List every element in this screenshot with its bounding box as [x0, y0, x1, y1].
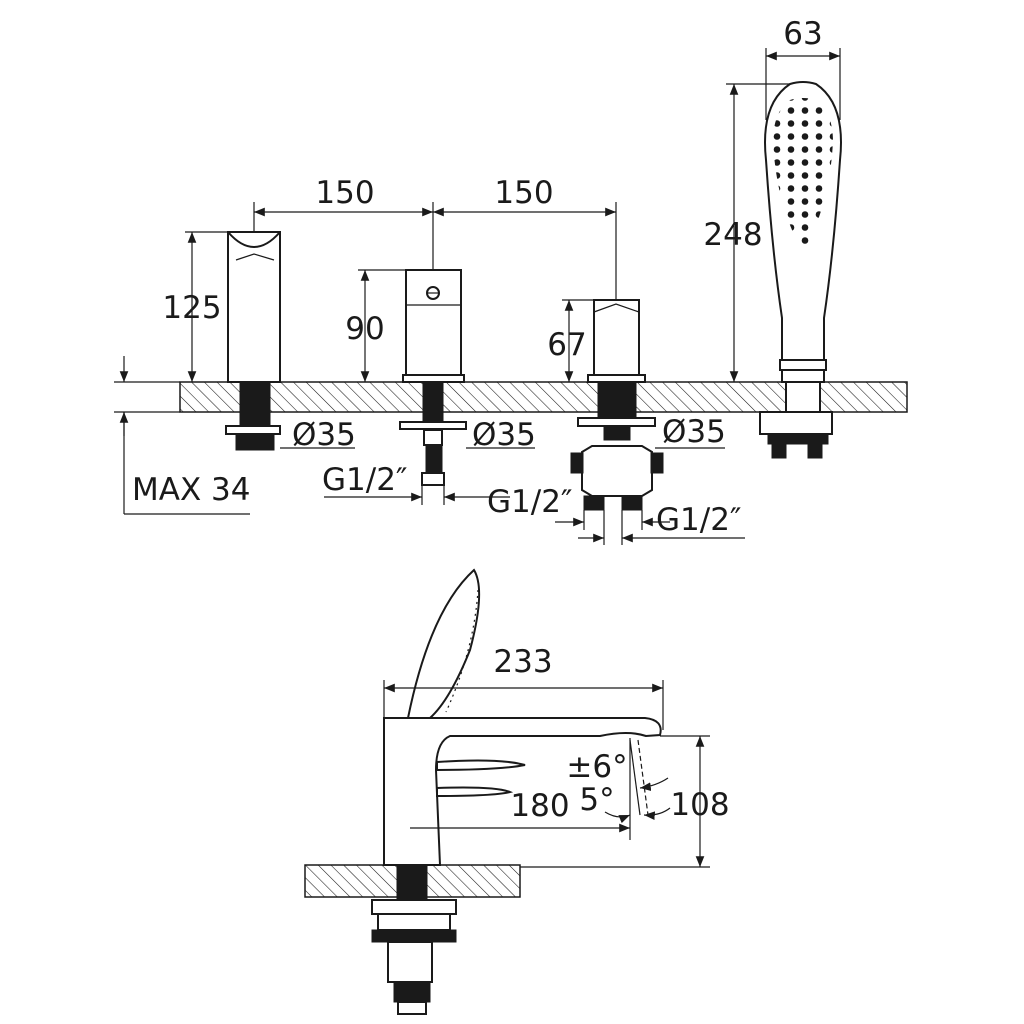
label-valve2-height: 67: [547, 327, 586, 363]
label-thread-1: G1/2″: [322, 462, 408, 498]
label-angle-outlet: 5°: [579, 782, 614, 818]
dimension-lines-side: [383, 680, 710, 868]
spout-body: [225, 231, 281, 451]
label-handshower-width: 63: [783, 16, 822, 52]
label-hole-dia-3: Ø35: [662, 414, 726, 450]
hand-shower: [759, 81, 842, 459]
label-spout-height: 125: [162, 290, 221, 326]
valve-2-body: [570, 299, 664, 511]
label-outlet-reach: 180: [510, 788, 569, 824]
label-hole-dia-2: Ø35: [472, 417, 536, 453]
side-view-mixer: [371, 568, 662, 1015]
label-hole-dia-1: Ø35: [292, 417, 356, 453]
label-thread-3: G1/2″: [656, 502, 742, 538]
label-spout-reach: 233: [493, 644, 552, 680]
valve-1-body: [399, 269, 467, 486]
label-angle-tilt: ±6°: [566, 749, 627, 785]
dimension-lines-top: [114, 48, 841, 545]
label-max-deck: MAX 34: [132, 472, 251, 508]
label-handshower-height: 248: [703, 217, 762, 253]
label-spout-clearance: 108: [670, 787, 729, 823]
label-spacing-left: 150: [315, 175, 374, 211]
label-thread-2: G1/2″: [487, 484, 573, 520]
label-valve1-height: 90: [345, 311, 384, 347]
label-spacing-right: 150: [494, 175, 553, 211]
dimension-labels: 150 150 125 90 67 248 63 Ø35 Ø35 Ø35 G1/…: [132, 16, 823, 824]
